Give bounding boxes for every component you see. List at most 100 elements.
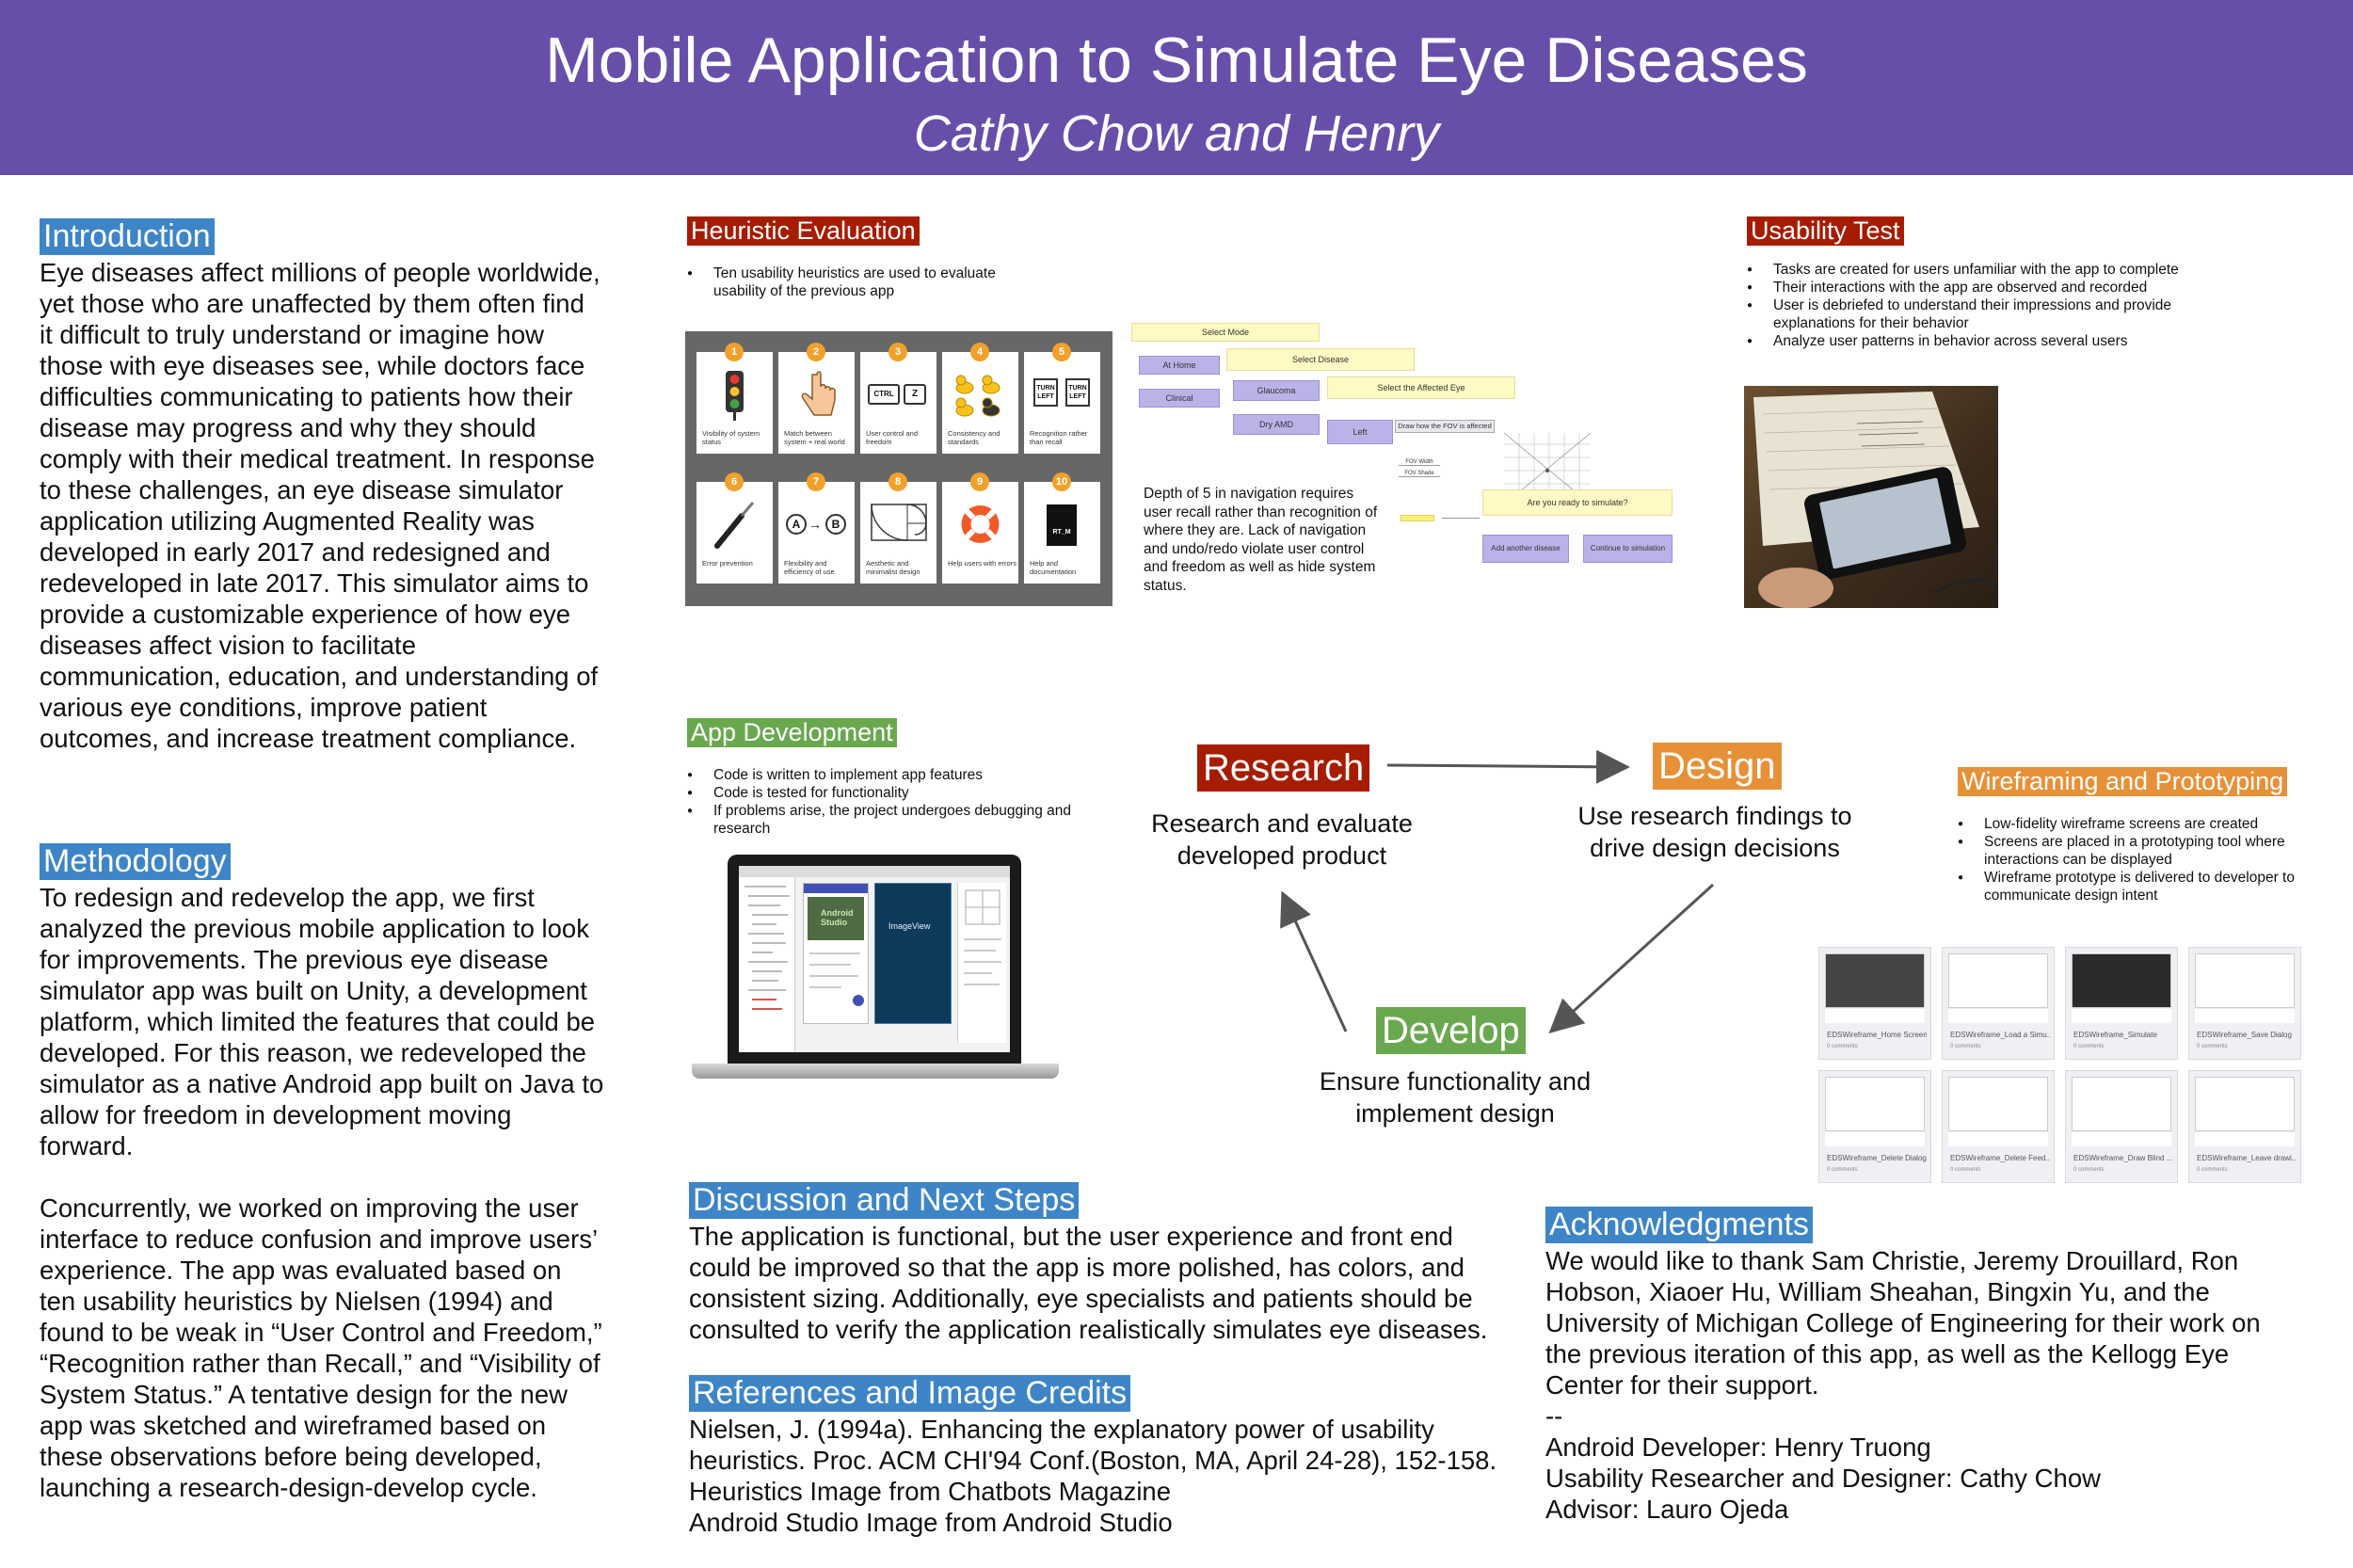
heuristic-label: Match between system + real world	[784, 429, 845, 446]
wireframe-thumbnail: EDSWireframe_Save Dialog 0 comments	[2188, 947, 2301, 1060]
wireframe-preview	[1825, 1077, 1925, 1131]
wireframe-preview	[1948, 1077, 2048, 1131]
heuristic-evaluation-section: Heuristic Evaluation Ten usability heuri…	[687, 216, 1120, 300]
heuristic-card-10: 10 RT_M Help and documentation	[1024, 472, 1100, 584]
heuristic-number: 5	[1052, 343, 1071, 361]
wireframe-comments: 0 comments	[2073, 1044, 2105, 1049]
heuristic-card-1: 1 Visibility of system status	[696, 343, 773, 454]
discussion-section: Discussion and Next Steps The applicatio…	[689, 1182, 1517, 1345]
wireframing-heading: Wireframing and Prototyping	[1958, 767, 2288, 797]
turn-left-arrow-sign: TURN LEFT	[1065, 378, 1090, 407]
wireframe-preview	[1825, 953, 1925, 1008]
research-label: Research	[1197, 744, 1370, 792]
navigation-note: Depth of 5 in navigation requires user r…	[1144, 486, 1378, 594]
select-mode-box: Select Mode	[1131, 323, 1320, 342]
turn-left-sign: TURN LEFT	[1033, 378, 1058, 407]
wireframe-strip	[2195, 1008, 2295, 1023]
list-item: Tasks are created for users unfamiliar w…	[1747, 261, 2236, 279]
clinical-box: Clinical	[1139, 389, 1220, 408]
references-heading: References and Image Credits	[689, 1375, 1131, 1413]
wireframe-thumbnail: EDSWireframe_Simulate 0 comments	[2065, 947, 2178, 1060]
heuristic-label: Help and documentation	[1030, 559, 1077, 576]
heuristic-number: 7	[807, 472, 825, 491]
develop-description: Ensure functionality and implement desig…	[1319, 1067, 1592, 1128]
wireframe-comments: 0 comments	[1950, 1167, 1981, 1173]
introduction-heading: Introduction	[40, 218, 215, 256]
screwdriver-icon	[714, 502, 755, 549]
divider	[1442, 518, 1480, 519]
develop-label: Develop	[1376, 1007, 1526, 1054]
hand-pointer-icon	[801, 371, 836, 416]
wireframe-name: EDSWireframe_Draw Blind ...	[2073, 1154, 2173, 1162]
acknowledgments-body: We would like to thank Sam Christie, Jer…	[1545, 1246, 2261, 1400]
left-eye-box: Left	[1327, 420, 1393, 444]
at-home-box: At Home	[1139, 356, 1220, 375]
list-item: Analyze user patterns in behavior across…	[1747, 332, 2236, 350]
reference-item: Nielsen, J. (1994a). Enhancing the expla…	[689, 1415, 1497, 1476]
poster-title: Mobile Application to Simulate Eye Disea…	[545, 24, 1808, 96]
property-lines	[964, 889, 1001, 985]
heuristic-number: 4	[970, 343, 989, 361]
reference-item: Android Studio Image from Android Studio	[689, 1508, 1173, 1538]
ready-to-simulate-box: Are you ready to simulate?	[1482, 489, 1673, 516]
heuristic-card-3: 3 CTRL Z User control and freedom	[860, 343, 936, 454]
wireframe-name: EDSWireframe_Home Screen	[1827, 1031, 1927, 1039]
research-description: Research and evaluate developed product	[1151, 809, 1413, 870]
yellow-button-sketch	[1401, 515, 1434, 521]
logo-line-1: Android	[821, 908, 854, 918]
logo-line-2: Studio	[821, 918, 847, 927]
usability-test-heading: Usability Test	[1747, 216, 1904, 247]
android-studio-logo: Android Studio	[808, 897, 864, 940]
heuristic-number: 10	[1052, 472, 1071, 491]
wireframe-thumbnail: EDSWireframe_Draw Blind ... 0 comments	[2065, 1070, 2178, 1183]
design-description: Use research findings to drive design de…	[1577, 802, 1852, 862]
poster-authors: Cathy Chow and Henry	[913, 105, 1440, 162]
usability-test-photo	[1744, 386, 1998, 608]
introduction-section: Introduction Eye diseases affect million…	[40, 218, 604, 754]
acknowledgments-section: Acknowledgments We would like to thank S…	[1545, 1207, 2298, 1525]
cycle-arrows	[1280, 749, 1715, 1034]
arrow-design-to-develop	[1548, 883, 1715, 1034]
reference-item: Heuristics Image from Chatbots Magazine	[689, 1477, 1172, 1507]
heuristic-number: 6	[725, 472, 744, 491]
book-cover: RT_M	[1047, 504, 1077, 546]
wireframe-preview	[2195, 953, 2295, 1008]
usability-test-section: Usability Test Tasks are created for use…	[1747, 216, 2236, 350]
wireframe-comments: 0 comments	[2197, 1167, 2228, 1173]
wireframe-comments: 0 comments	[2073, 1167, 2105, 1173]
design-label: Design	[1653, 743, 1782, 790]
heuristic-bullets: Ten usability heuristics are used to eva…	[687, 264, 1026, 300]
heuristic-card-2: 2 Match between system + real world	[778, 343, 855, 454]
wireframe-strip	[2072, 1008, 2171, 1023]
heuristic-label: Error prevention	[702, 559, 753, 568]
wireframe-strip	[1948, 1131, 2048, 1146]
acknowledgments-separator: --	[1545, 1401, 1563, 1432]
ctrl-z-keys-icon: CTRL Z	[860, 369, 936, 422]
manual-book-icon: RT_M	[1024, 499, 1100, 552]
arrow-research-to-design	[1386, 749, 1630, 784]
heuristic-evaluation-heading: Heuristic Evaluation	[687, 216, 920, 247]
list-item: Wireframe prototype is delivered to deve…	[1958, 869, 2325, 904]
wireframe-comments: 0 comments	[1827, 1044, 1858, 1049]
wireframe-name: EDSWireframe_Leave drawi...	[2197, 1154, 2297, 1162]
ide-toolbar	[739, 866, 1010, 877]
list-item: Ten usability heuristics are used to eva…	[687, 264, 1026, 300]
wireframe-strip	[1825, 1008, 1925, 1023]
z-key: Z	[904, 384, 926, 405]
wireframe-name: EDSWireframe_Delete Feed...	[1950, 1154, 2050, 1162]
arrow-right-icon: →	[808, 517, 822, 532]
ctrl-key: CTRL	[868, 384, 900, 405]
app-development-section: App Development Code is written to imple…	[687, 718, 1101, 838]
methodology-para-1: To redesign and redevelop the app, we fi…	[40, 883, 604, 1161]
heuristic-card-7: 7 A → B Flexibility and efficiency of us…	[778, 472, 855, 584]
select-disease-box: Select Disease	[1226, 348, 1415, 371]
methodology-section: Methodology To redesign and redevelop th…	[40, 843, 604, 1503]
wireframe-preview	[2072, 1077, 2171, 1131]
heuristic-label: Consistency and standards	[948, 429, 1000, 446]
heuristic-card-5: 5 TURN LEFT TURN LEFT Recognition rather…	[1024, 343, 1100, 454]
life-ring-icon	[961, 505, 1000, 543]
wireframe-comments: 0 comments	[1950, 1044, 1981, 1049]
heuristic-number: 9	[970, 472, 989, 491]
heuristic-card-9: 9 Help users with errors	[942, 472, 1018, 584]
methodology-heading: Methodology	[40, 843, 231, 881]
